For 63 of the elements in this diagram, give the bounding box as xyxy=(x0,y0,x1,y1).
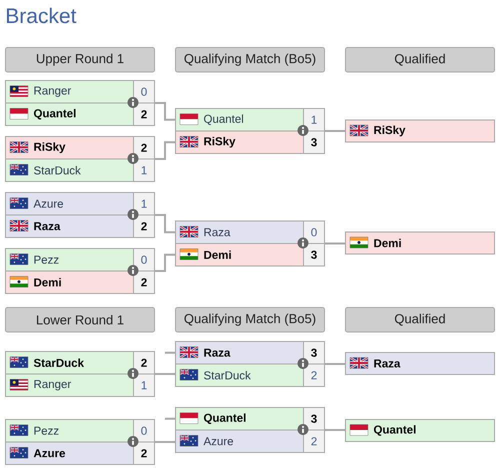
score-cell: 2 xyxy=(133,442,155,465)
score-cell: 3 xyxy=(303,243,325,266)
score-cell: 2 xyxy=(303,430,325,453)
player-row: Demi xyxy=(175,243,304,266)
score-cell: 2 xyxy=(133,214,155,238)
connector-line xyxy=(325,130,345,132)
connector-line xyxy=(325,242,345,244)
connector-line xyxy=(155,102,175,121)
player-row: Ranger xyxy=(5,374,134,397)
player-row: RiSky xyxy=(175,130,304,154)
round-header: Qualifying Match (Bo5) xyxy=(175,307,325,332)
connector-line xyxy=(155,254,175,272)
player-row: Demi xyxy=(5,270,134,294)
connector-line xyxy=(165,418,175,420)
score-cell: 1 xyxy=(133,158,155,182)
score-cell: 0 xyxy=(303,220,325,244)
match-box xyxy=(175,108,325,154)
player-row: Azure xyxy=(5,442,134,465)
score-cell: 0 xyxy=(133,248,155,272)
connector-line xyxy=(165,352,175,354)
match-box xyxy=(175,407,325,453)
score-cell: 2 xyxy=(133,351,155,374)
player-row: Azure xyxy=(175,430,304,453)
score-cell: 3 xyxy=(303,407,325,430)
round-header: Upper Round 1 xyxy=(5,47,155,72)
connector-line xyxy=(155,373,175,375)
score-cell: 3 xyxy=(303,130,325,154)
player-row: StarDuck xyxy=(175,364,304,387)
match-box xyxy=(5,248,155,294)
connector-line xyxy=(325,429,345,431)
player-row: Quantel xyxy=(5,102,134,126)
score-cell: 1 xyxy=(133,192,155,216)
score-cell: 3 xyxy=(303,341,325,364)
score-cell: 1 xyxy=(133,374,155,397)
score-cell: 1 xyxy=(303,108,325,132)
match-box xyxy=(5,136,155,182)
match-box xyxy=(5,192,155,238)
match-box xyxy=(5,419,155,465)
round-header: Lower Round 1 xyxy=(5,307,155,332)
score-cell: 2 xyxy=(133,102,155,126)
player-row: Raza xyxy=(5,214,134,238)
title: Bracket xyxy=(6,8,76,24)
round-header: Qualifying Match (Bo5) xyxy=(175,47,325,72)
match-box xyxy=(175,341,325,387)
score-cell: 0 xyxy=(133,419,155,442)
connector-line xyxy=(155,214,175,234)
match-box xyxy=(175,220,325,266)
player-box: RiSky xyxy=(345,120,495,142)
round-header: Qualified xyxy=(345,307,495,332)
connector-line xyxy=(325,363,345,365)
round-header: Qualified xyxy=(345,47,495,72)
score-cell: 2 xyxy=(133,270,155,294)
score-cell: 2 xyxy=(133,136,155,160)
score-cell: 2 xyxy=(303,364,325,387)
player-box: Demi xyxy=(345,232,495,254)
match-box xyxy=(5,80,155,126)
connector-line xyxy=(155,441,175,443)
player-row: StarDuck xyxy=(5,158,134,182)
player-box: Raza xyxy=(345,352,495,375)
player-box: Quantel xyxy=(345,419,495,442)
score-cell: 0 xyxy=(133,80,155,104)
connector-line xyxy=(155,141,175,160)
match-box xyxy=(5,351,155,397)
